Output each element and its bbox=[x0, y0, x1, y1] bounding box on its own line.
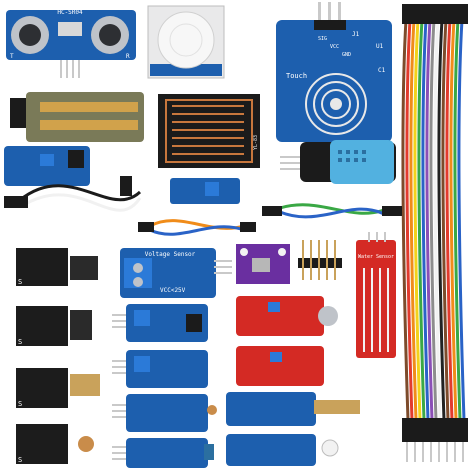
water-level-sensor: Water Sensor bbox=[356, 232, 396, 358]
ultrasonic-r-label: R bbox=[126, 53, 130, 60]
blue-module-2 bbox=[126, 350, 208, 388]
rain-sensor-plate: YL-83 bbox=[158, 94, 260, 168]
touch-sig-label: SIG bbox=[318, 36, 327, 42]
s-label-1: S bbox=[18, 278, 22, 286]
touch-word-label: Touch bbox=[286, 72, 307, 80]
touch-u1-label: U1 bbox=[376, 43, 384, 50]
touch-c1-label: C1 bbox=[378, 67, 386, 74]
pir-motion-sensor bbox=[147, 5, 225, 79]
rain-model-label: YL-83 bbox=[253, 135, 259, 150]
sound-sensor-module bbox=[4, 146, 90, 186]
touch-vcc-label: VCC bbox=[330, 44, 339, 50]
blue-module-6 bbox=[226, 434, 339, 466]
photoresistor-module: S bbox=[16, 424, 94, 464]
touch-sensor-module: J1 SIG VCC GND U1 C1 Touch bbox=[276, 2, 392, 142]
s-label-2: S bbox=[18, 338, 22, 346]
decorative-header-pins bbox=[112, 314, 126, 460]
laser-module: S bbox=[16, 368, 100, 408]
jumper-wires-green-blue bbox=[262, 203, 402, 219]
blue-module-5 bbox=[226, 392, 360, 426]
jumper-wires-orange-blue bbox=[138, 219, 256, 236]
black-module-2: S bbox=[16, 306, 92, 346]
blue-module-1 bbox=[126, 304, 208, 342]
small-blue-sensor-board bbox=[170, 178, 240, 204]
dupont-ribbon-cable bbox=[401, 4, 468, 462]
blue-module-3 bbox=[126, 394, 217, 432]
red-sound-module bbox=[236, 296, 338, 336]
s-label-4: S bbox=[18, 456, 22, 464]
touch-gnd-label: GND bbox=[342, 52, 351, 58]
ultrasonic-sensor-module: HC-SR04 T R bbox=[6, 9, 136, 78]
black-module-1: S bbox=[16, 248, 98, 286]
touch-j1-label: J1 bbox=[352, 31, 360, 38]
s-label-3: S bbox=[18, 400, 22, 408]
bmp-pressure-sensor bbox=[236, 244, 290, 284]
header-pins-strip bbox=[298, 240, 342, 280]
red-flame-module bbox=[236, 346, 324, 386]
voltage-sensor-module: Voltage Sensor VCC<25V bbox=[120, 248, 232, 298]
blue-module-4 bbox=[126, 438, 214, 468]
voltage-sensor-spec: VCC<25V bbox=[160, 287, 186, 294]
water-sensor-title: Water Sensor bbox=[358, 254, 394, 260]
voltage-sensor-title: Voltage Sensor bbox=[145, 251, 196, 258]
ultrasonic-model-label: HC-SR04 bbox=[57, 9, 83, 16]
soil-moisture-probe bbox=[10, 92, 144, 142]
ultrasonic-t-label: T bbox=[10, 53, 14, 60]
dht11-sensor-module bbox=[280, 140, 396, 184]
jumper-wires-black-white bbox=[4, 176, 142, 212]
